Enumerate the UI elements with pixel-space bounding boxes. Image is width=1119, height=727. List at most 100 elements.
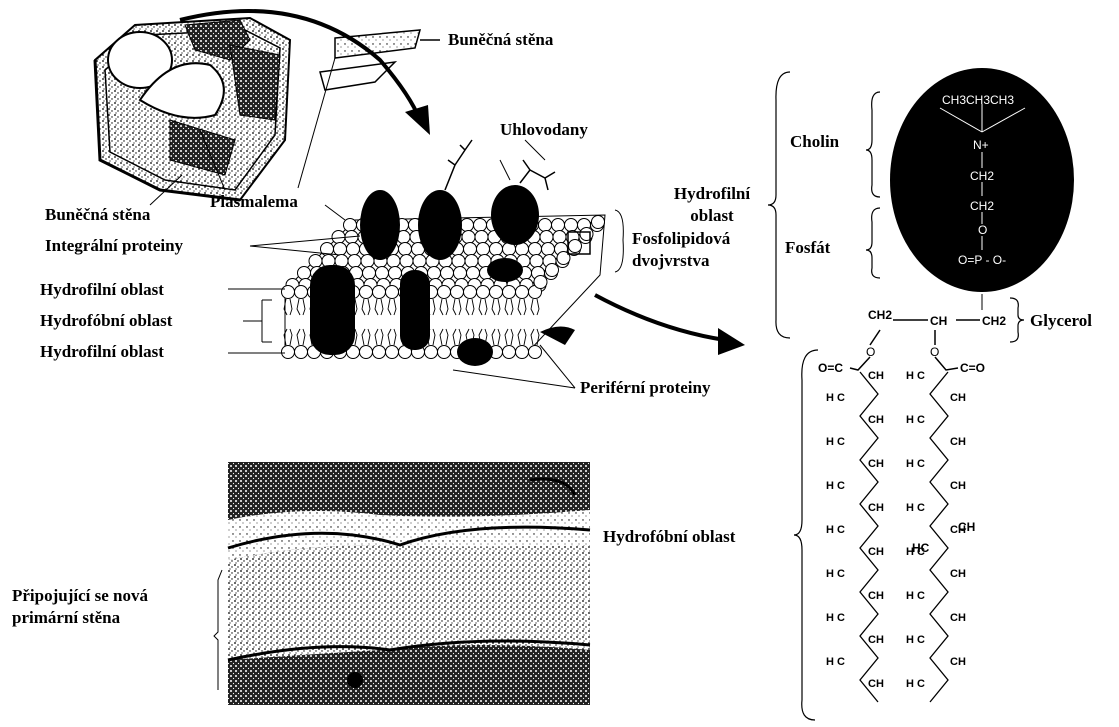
lipid-head <box>546 264 559 277</box>
lipid-head <box>516 286 529 299</box>
lipid-head <box>348 255 361 268</box>
lipid-head <box>332 231 345 244</box>
lipid-head <box>539 219 552 232</box>
chain-atom-label: H C <box>826 608 845 628</box>
lipid-head <box>553 231 566 244</box>
lipid-head <box>438 346 451 359</box>
o2-text: O <box>977 278 986 298</box>
label-hydrofobni-oblast-2: Hydrofóbní oblast <box>603 527 735 547</box>
chain-atom-label: CH <box>950 432 966 452</box>
label-hydrofilni-line2: oblast <box>662 205 762 227</box>
label-hydrofobni-oblast-1: Hydrofóbní oblast <box>40 311 172 331</box>
lipid-head <box>540 231 553 244</box>
chain-atom-label: CH <box>868 586 884 606</box>
label-pripojujici-line2: primární stěna <box>12 607 148 629</box>
lipid-head <box>477 286 490 299</box>
lipid-head <box>475 231 488 244</box>
ester-o-right-text: O <box>930 342 939 362</box>
lipid-head <box>360 286 373 299</box>
chain-atom-label: CH <box>950 476 966 496</box>
lipid-head <box>454 267 467 280</box>
label-pripojujici-se-nova-primarni-stena: Připojující se nová primární stěna <box>12 585 148 629</box>
lipid-head <box>452 255 465 268</box>
fatty-acid-chain <box>930 372 948 702</box>
ch2-b-text: CH2 <box>970 196 994 216</box>
micrograph <box>214 462 590 705</box>
glycerol-c1-text: CH2 <box>868 305 892 325</box>
label-periferni-proteiny: Periférní proteiny <box>580 378 710 398</box>
chain-atom-label: H C <box>826 476 845 496</box>
lipid-head <box>360 346 373 359</box>
lipid-head <box>334 243 347 256</box>
chain-atom-label: CH <box>950 388 966 408</box>
chain-atom-label: H C <box>826 388 845 408</box>
ch2-a-text: CH2 <box>970 166 994 186</box>
label-cholin: Cholin <box>790 132 839 152</box>
lipid-head <box>298 267 311 280</box>
label-fosfolipidova-dvojvrstva: Fosfolipidová dvojvrstva <box>632 228 730 272</box>
lipid-head <box>477 243 490 256</box>
lipid-head <box>295 286 308 299</box>
chain-atom-label: CH <box>868 410 884 430</box>
label-fosfat: Fosfát <box>785 238 830 258</box>
label-hydrofilni-line1: Hydrofilní <box>662 183 762 205</box>
lipid-head <box>282 286 295 299</box>
lipid-head <box>386 346 399 359</box>
lipid-head <box>295 346 308 359</box>
carbonyl-left-text: O=C <box>818 358 843 378</box>
lipid-head <box>464 243 477 256</box>
plant-cell-drawing <box>95 18 290 200</box>
lipid-head <box>386 286 399 299</box>
lipid-head <box>461 219 474 232</box>
label-fosfolipidova-line2: dvojvrstva <box>632 250 730 272</box>
chain-atom-label: H C <box>906 630 925 650</box>
chain-atom-label: CH <box>868 630 884 650</box>
lipid-head <box>552 219 565 232</box>
chain-atom-label: H C <box>826 432 845 452</box>
lipid-head <box>373 286 386 299</box>
glycerol-c3-text: CH2 <box>982 311 1006 331</box>
phosphate-text: O=P - O- <box>958 250 1006 270</box>
lipid-head <box>441 267 454 280</box>
chain-atom-label: H C <box>906 366 925 386</box>
lipid-head <box>309 255 322 268</box>
chain-atom-label: CH <box>950 564 966 584</box>
chain-atom-label: CH <box>868 366 884 386</box>
chain-atom-label: H C <box>906 586 925 606</box>
label-hydrofilni-oblast-1: Hydrofilní oblast <box>40 280 164 300</box>
lipid-head <box>344 219 357 232</box>
lipid-head <box>569 240 582 253</box>
lipid-head <box>425 346 438 359</box>
chain-atom-label: H C <box>906 454 925 474</box>
lipid-head <box>413 255 426 268</box>
lipid-head <box>465 255 478 268</box>
lipid-head <box>542 243 555 256</box>
chain-atom-label: CH <box>868 674 884 694</box>
lipid-head <box>399 243 412 256</box>
lipid-head <box>376 267 389 280</box>
lipid-head <box>530 255 543 268</box>
lipid-head <box>534 276 547 289</box>
ch3-group-text: CH3CH3CH3 <box>942 90 1014 110</box>
lipid-head <box>389 267 402 280</box>
glycerol-c2-text: CH <box>930 311 947 331</box>
chain-atom-label: H C <box>906 498 925 518</box>
chain-atom-label: H C <box>906 542 925 562</box>
label-uhlovodany: Uhlovodany <box>500 120 588 140</box>
lipid-head <box>529 346 542 359</box>
label-integralni-proteiny: Integrální proteiny <box>45 236 183 256</box>
lipid-head <box>474 219 487 232</box>
chain-atom-label: H C <box>906 674 925 694</box>
lipid-head <box>503 286 516 299</box>
n-plus-text: N+ <box>973 135 989 155</box>
lipid-head <box>363 267 376 280</box>
lipid-head <box>451 286 464 299</box>
chain-atom-label: CH <box>868 498 884 518</box>
label-bunecna-stena-left: Buněčná stěna <box>45 205 150 225</box>
chain-atom-label: CH <box>950 520 966 540</box>
bilayer-block <box>282 140 606 366</box>
chain-atom-label: H C <box>826 652 845 672</box>
chain-atom-label: H C <box>826 564 845 584</box>
label-hydrofilni-oblast-2: Hydrofilní oblast <box>40 342 164 362</box>
